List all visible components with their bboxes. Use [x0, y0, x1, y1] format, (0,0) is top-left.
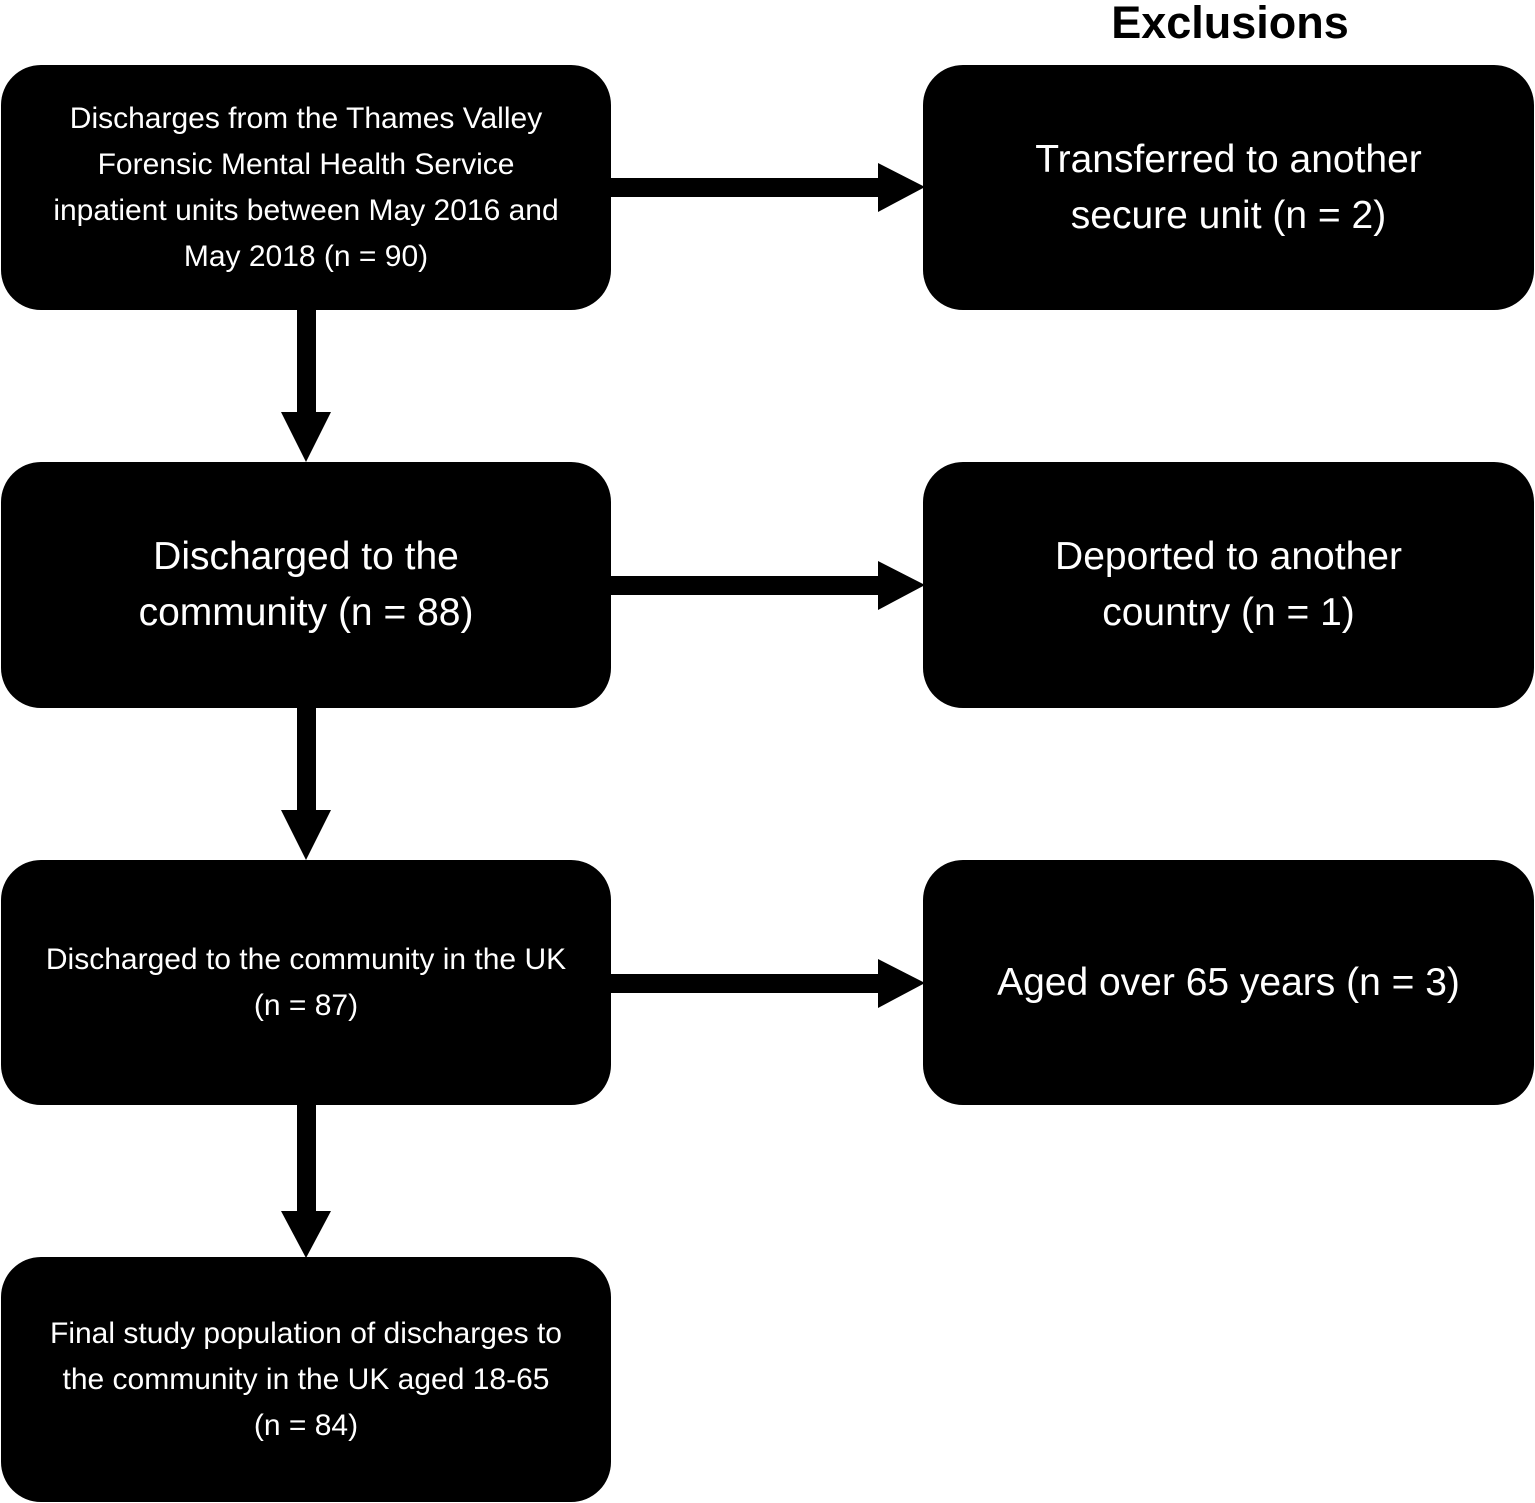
box-community-uk-text: Discharged to the community in the UK (n…: [45, 942, 567, 1022]
box-transferred: Transferred to another secure unit (n = …: [923, 65, 1534, 310]
arrow-to-aged: [608, 959, 925, 1008]
box-community-text: Discharged to the community (n = 88): [138, 535, 474, 634]
arrow-community-uk-to-final: [281, 1101, 331, 1258]
box-aged-text: Aged over 65 years (n = 3): [997, 960, 1460, 1004]
box-community-uk: Discharged to the community in the UK (n…: [1, 860, 611, 1105]
box-deported-text: Deported to another country (n = 1): [1055, 535, 1402, 634]
box-aged: Aged over 65 years (n = 3): [923, 860, 1534, 1105]
box-final: Final study population of discharges to …: [1, 1257, 611, 1502]
arrow-to-deported: [608, 561, 925, 610]
arrow-to-transferred: [608, 163, 925, 212]
arrow-community-to-community-uk: [281, 703, 331, 860]
box-discharges-text: Discharges from the Thames Valley Forens…: [53, 101, 559, 273]
box-final-text: Final study population of discharges to …: [50, 1316, 562, 1442]
arrow-discharges-to-community: [281, 305, 331, 462]
box-community: Discharged to the community (n = 88): [1, 462, 611, 708]
box-discharges: Discharges from the Thames Valley Forens…: [1, 65, 611, 310]
box-transferred-text: Transferred to another secure unit (n = …: [1035, 137, 1422, 237]
box-deported: Deported to another country (n = 1): [923, 462, 1534, 708]
exclusions-heading: Exclusions: [1111, 0, 1349, 48]
